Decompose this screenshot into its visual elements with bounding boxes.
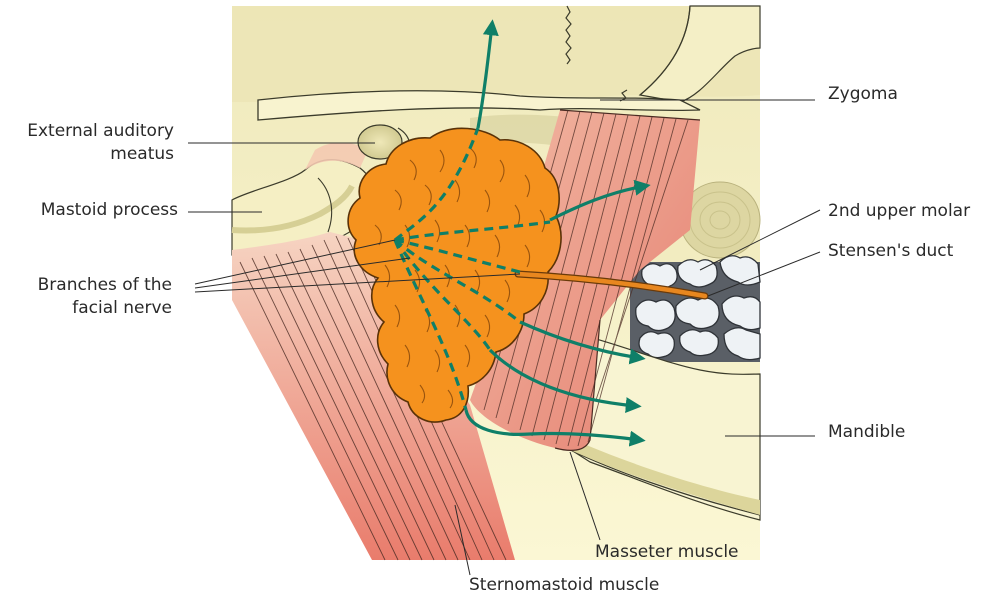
label-2nd-upper-molar: 2nd upper molar <box>828 200 970 223</box>
label-external-auditory-meatus-line2: meatus <box>27 143 174 166</box>
lower-teeth-row <box>636 296 760 360</box>
label-external-auditory-meatus: External auditory meatus <box>27 120 174 166</box>
label-masseter-muscle: Masseter muscle <box>595 541 739 564</box>
label-stensens-duct: Stensen's duct <box>828 240 953 263</box>
label-branches-of-facial-nerve: Branches of the facial nerve <box>38 274 172 320</box>
label-sternomastoid-muscle: Sternomastoid muscle <box>469 574 659 597</box>
label-branches-line2: facial nerve <box>38 297 172 320</box>
label-mandible: Mandible <box>828 421 905 444</box>
label-mastoid-process: Mastoid process <box>41 199 178 222</box>
label-zygoma: Zygoma <box>828 83 898 106</box>
label-branches-line1: Branches of the <box>38 274 172 297</box>
label-external-auditory-meatus-line1: External auditory <box>27 120 174 143</box>
